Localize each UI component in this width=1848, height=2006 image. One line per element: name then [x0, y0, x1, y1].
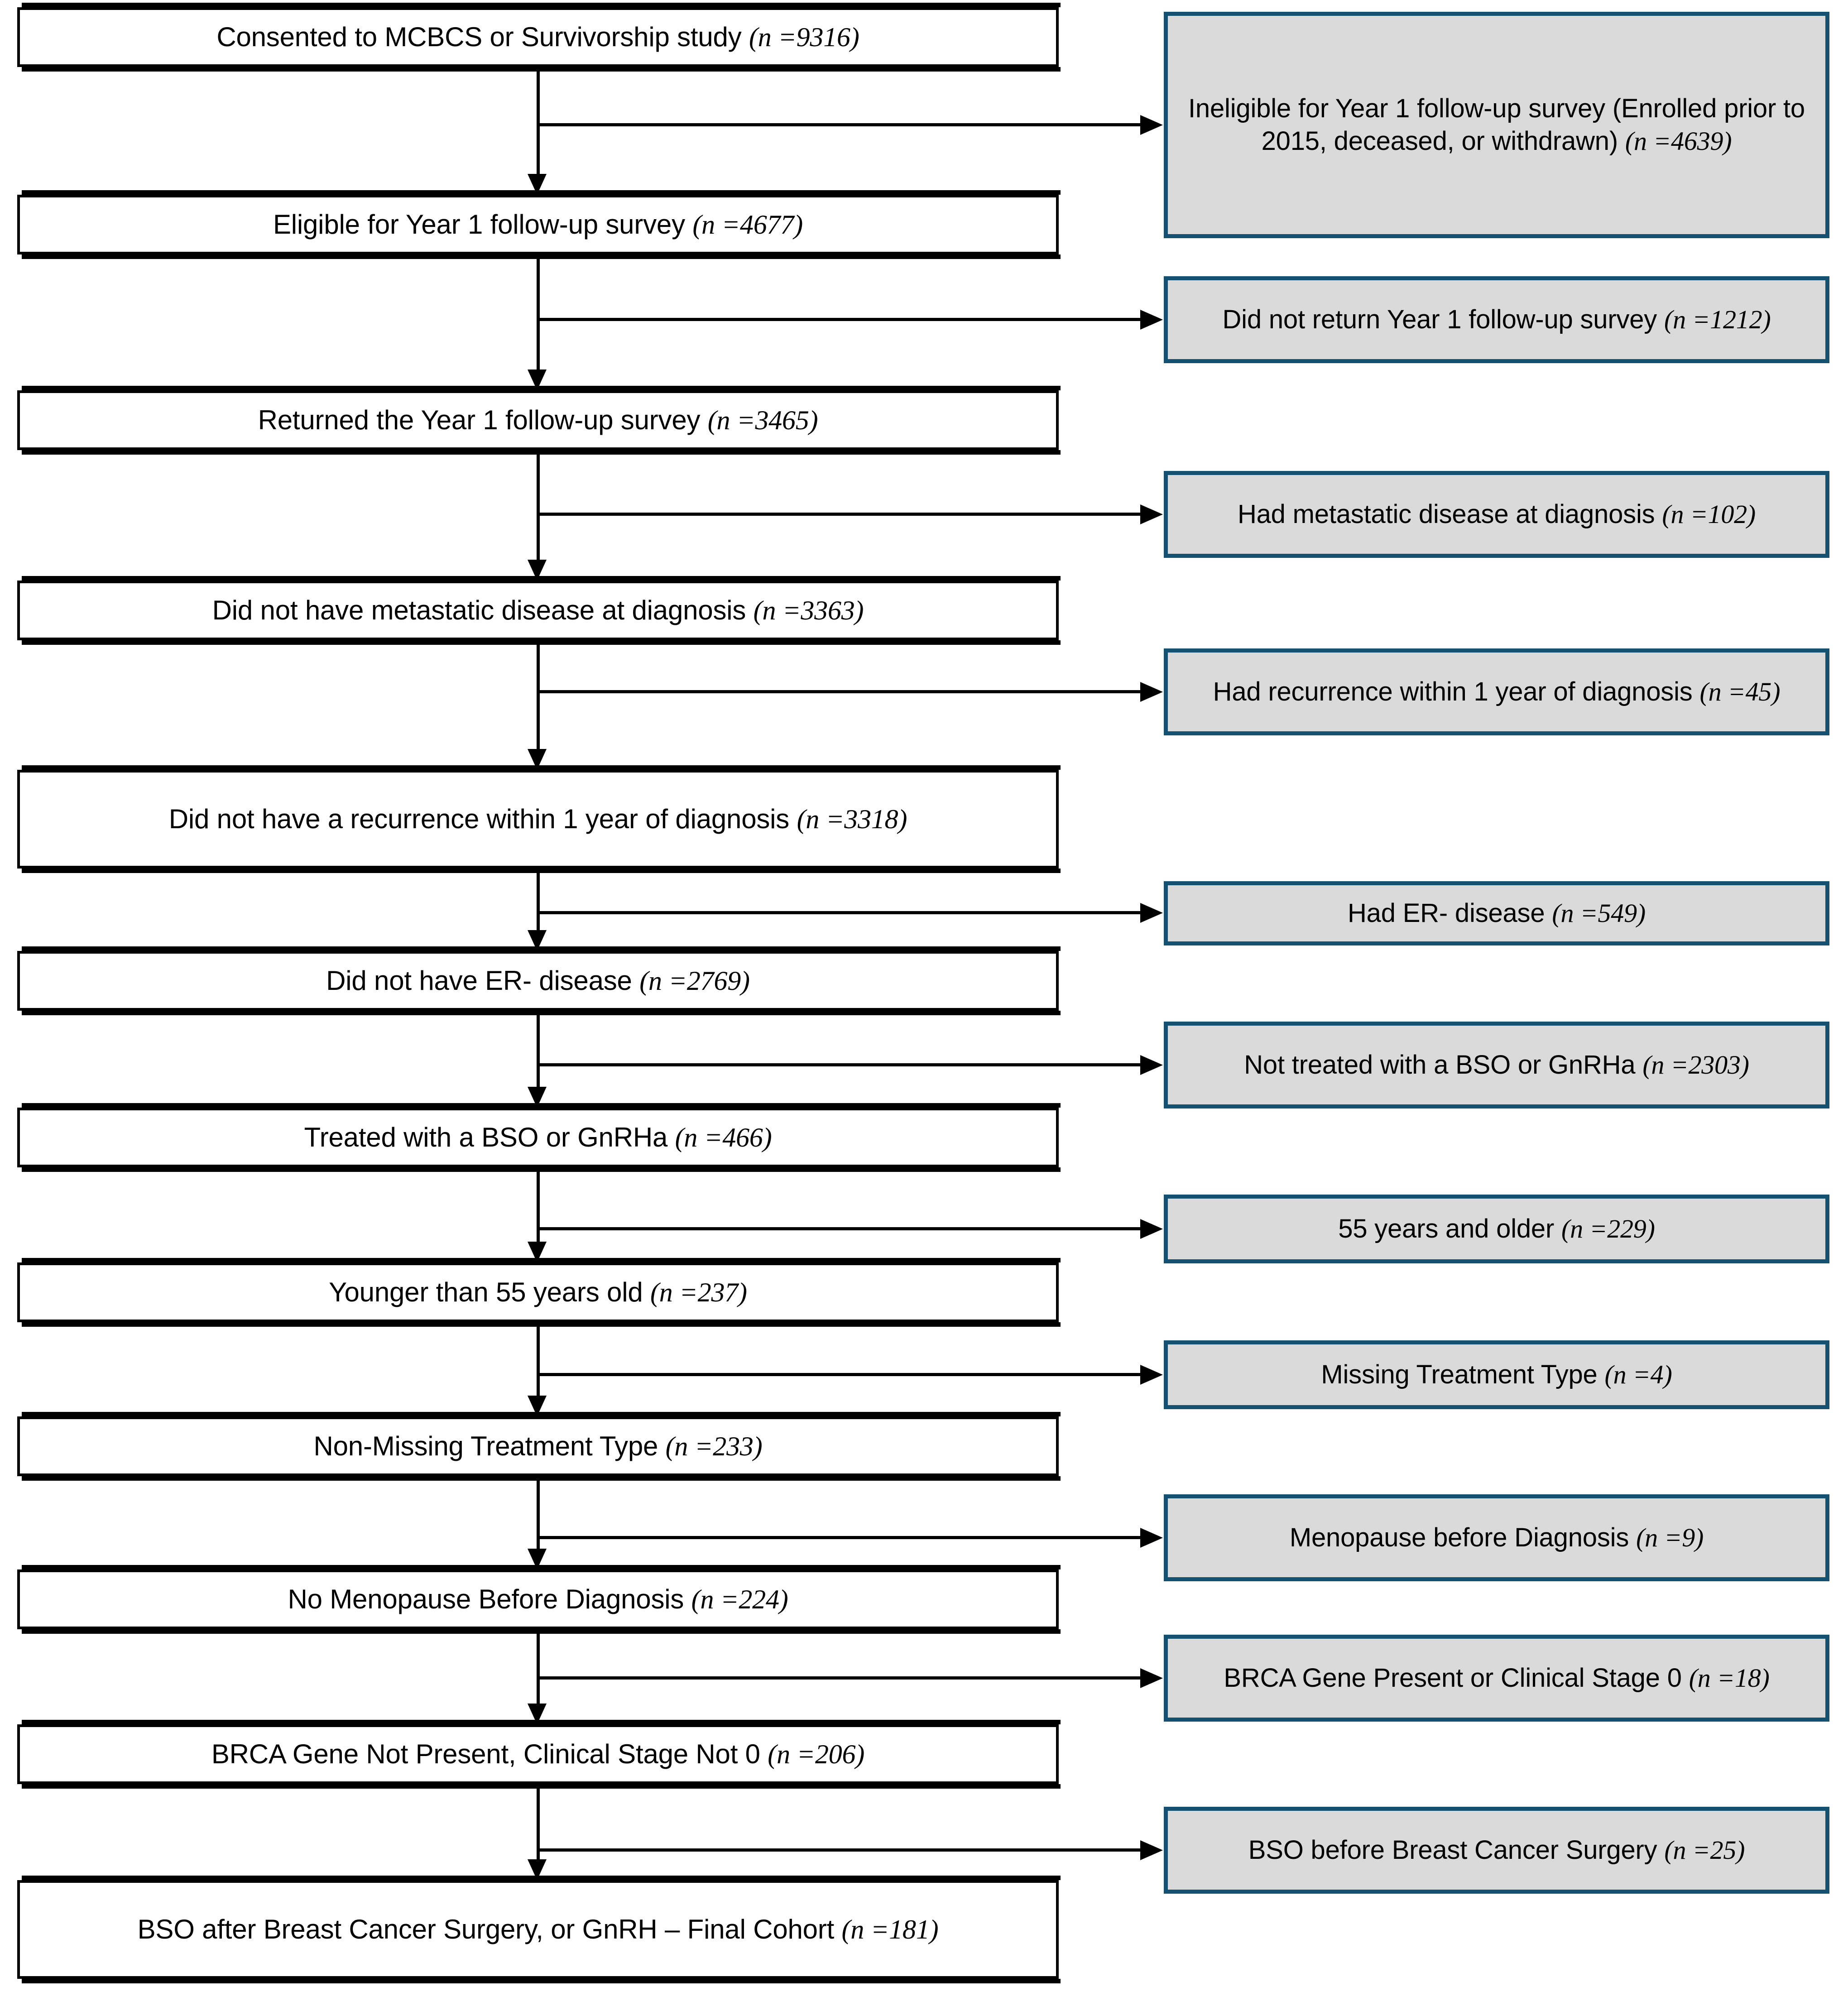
arrow-down-2	[528, 370, 547, 390]
connector-right-6	[538, 1063, 1140, 1066]
arrow-right-2	[1140, 310, 1163, 330]
exclusion-box-6: Not treated with a BSO or GnRHa (n =2303…	[1164, 1022, 1829, 1109]
connector-down-8	[537, 1322, 540, 1396]
connector-down-2	[537, 254, 540, 370]
arrow-down-8	[528, 1396, 547, 1416]
connector-down-3	[537, 450, 540, 560]
arrow-down-9	[528, 1549, 547, 1569]
arrow-right-10	[1140, 1668, 1163, 1688]
arrow-down-6	[528, 1087, 547, 1108]
flow-box-step-1-label: Consented to MCBCS or Survivorship study…	[216, 21, 859, 52]
connector-down-11	[537, 1784, 540, 1859]
flow-box-step-10: No Menopause Before Diagnosis (n =224)	[17, 1565, 1061, 1634]
flow-box-step-9: Non-Missing Treatment Type (n =233)	[17, 1412, 1061, 1481]
connector-right-11	[538, 1848, 1140, 1852]
connector-right-3	[538, 513, 1140, 516]
flow-box-step-3-label: Returned the Year 1 follow-up survey (n …	[258, 404, 818, 435]
connector-down-5	[537, 869, 540, 930]
connector-down-10	[537, 1629, 540, 1704]
arrow-right-9	[1140, 1528, 1163, 1548]
arrow-right-8	[1140, 1365, 1163, 1385]
arrow-down-11	[528, 1859, 547, 1880]
flow-box-step-3: Returned the Year 1 follow-up survey (n …	[17, 386, 1061, 455]
connector-down-4	[537, 640, 540, 749]
arrow-down-5	[528, 930, 547, 951]
connector-down-1	[537, 67, 540, 174]
exclusion-box-2: Did not return Year 1 follow-up survey (…	[1164, 276, 1829, 363]
flow-box-step-5: Did not have a recurrence within 1 year …	[17, 765, 1061, 873]
exclusion-box-11: BSO before Breast Cancer Surgery (n =25)	[1164, 1807, 1829, 1894]
exclusion-box-8-label: Missing Treatment Type (n =4)	[1321, 1360, 1672, 1390]
flow-box-step-12: BSO after Breast Cancer Surgery, or GnRH…	[17, 1876, 1061, 1983]
connector-right-2	[538, 318, 1140, 321]
flow-box-step-8-label: Younger than 55 years old (n =237)	[329, 1277, 747, 1307]
exclusion-box-11-label: BSO before Breast Cancer Surgery (n =25)	[1248, 1835, 1745, 1865]
exclusion-box-4: Had recurrence within 1 year of diagnosi…	[1164, 648, 1829, 735]
arrow-down-3	[528, 560, 547, 581]
flow-box-step-1: Consented to MCBCS or Survivorship study…	[17, 3, 1061, 72]
connector-right-7	[538, 1227, 1140, 1230]
exclusion-box-6-label: Not treated with a BSO or GnRHa (n =2303…	[1244, 1050, 1749, 1080]
exclusion-box-5: Had ER- disease (n =549)	[1164, 881, 1829, 945]
arrow-right-11	[1140, 1840, 1163, 1860]
flow-box-step-11: BRCA Gene Not Present, Clinical Stage No…	[17, 1720, 1061, 1789]
exclusion-box-9: Menopause before Diagnosis (n =9)	[1164, 1494, 1829, 1581]
arrow-right-6	[1140, 1055, 1163, 1075]
arrow-right-4	[1140, 682, 1163, 702]
flow-box-step-5-label: Did not have a recurrence within 1 year …	[168, 803, 907, 834]
flow-box-step-6-label: Did not have ER- disease (n =2769)	[326, 965, 750, 996]
flow-box-step-4: Did not have metastatic disease at diagn…	[17, 576, 1061, 645]
flow-box-step-2-label: Eligible for Year 1 follow-up survey (n …	[273, 209, 803, 240]
arrow-right-7	[1140, 1219, 1163, 1239]
arrow-down-10	[528, 1704, 547, 1724]
arrow-down-1	[528, 174, 547, 195]
exclusion-box-5-label: Had ER- disease (n =549)	[1347, 898, 1646, 928]
connector-down-6	[537, 1011, 540, 1087]
exclusion-box-9-label: Menopause before Diagnosis (n =9)	[1289, 1523, 1704, 1553]
connector-right-1	[538, 123, 1140, 126]
connector-right-5	[538, 911, 1140, 914]
exclusion-box-2-label: Did not return Year 1 follow-up survey (…	[1222, 305, 1771, 335]
connector-down-9	[537, 1476, 540, 1549]
exclusion-box-1: Ineligible for Year 1 follow-up survey (…	[1164, 12, 1829, 238]
exclusion-box-10-label: BRCA Gene Present or Clinical Stage 0 (n…	[1224, 1663, 1770, 1693]
connector-right-10	[538, 1676, 1140, 1680]
arrow-right-5	[1140, 903, 1163, 923]
exclusion-box-8: Missing Treatment Type (n =4)	[1164, 1340, 1829, 1409]
exclusion-box-1-label: Ineligible for Year 1 follow-up survey (…	[1188, 94, 1805, 156]
flow-box-step-9-label: Non-Missing Treatment Type (n =233)	[313, 1430, 763, 1461]
flow-box-step-2: Eligible for Year 1 follow-up survey (n …	[17, 190, 1061, 259]
exclusion-box-3-label: Had metastatic disease at diagnosis (n =…	[1237, 499, 1756, 529]
exclusion-box-7: 55 years and older (n =229)	[1164, 1195, 1829, 1263]
exclusion-box-10: BRCA Gene Present or Clinical Stage 0 (n…	[1164, 1635, 1829, 1722]
arrow-down-7	[528, 1242, 547, 1262]
connector-down-7	[537, 1167, 540, 1242]
flow-box-step-12-label: BSO after Breast Cancer Surgery, or GnRH…	[137, 1914, 939, 1944]
connector-right-9	[538, 1536, 1140, 1539]
exclusion-box-4-label: Had recurrence within 1 year of diagnosi…	[1213, 677, 1781, 707]
connector-right-4	[538, 690, 1140, 693]
flow-box-step-11-label: BRCA Gene Not Present, Clinical Stage No…	[211, 1738, 865, 1769]
flow-box-step-7: Treated with a BSO or GnRHa (n =466)	[17, 1103, 1061, 1172]
arrow-right-1	[1140, 115, 1163, 135]
flow-box-step-6: Did not have ER- disease (n =2769)	[17, 946, 1061, 1015]
flow-box-step-10-label: No Menopause Before Diagnosis (n =224)	[288, 1584, 788, 1614]
flow-box-step-4-label: Did not have metastatic disease at diagn…	[212, 595, 864, 625]
flow-box-step-7-label: Treated with a BSO or GnRHa (n =466)	[304, 1122, 772, 1152]
connector-right-8	[538, 1373, 1140, 1376]
arrow-down-4	[528, 749, 547, 770]
exclusion-box-7-label: 55 years and older (n =229)	[1338, 1214, 1655, 1244]
flow-box-step-8: Younger than 55 years old (n =237)	[17, 1258, 1061, 1327]
arrow-right-3	[1140, 504, 1163, 524]
exclusion-box-3: Had metastatic disease at diagnosis (n =…	[1164, 471, 1829, 558]
